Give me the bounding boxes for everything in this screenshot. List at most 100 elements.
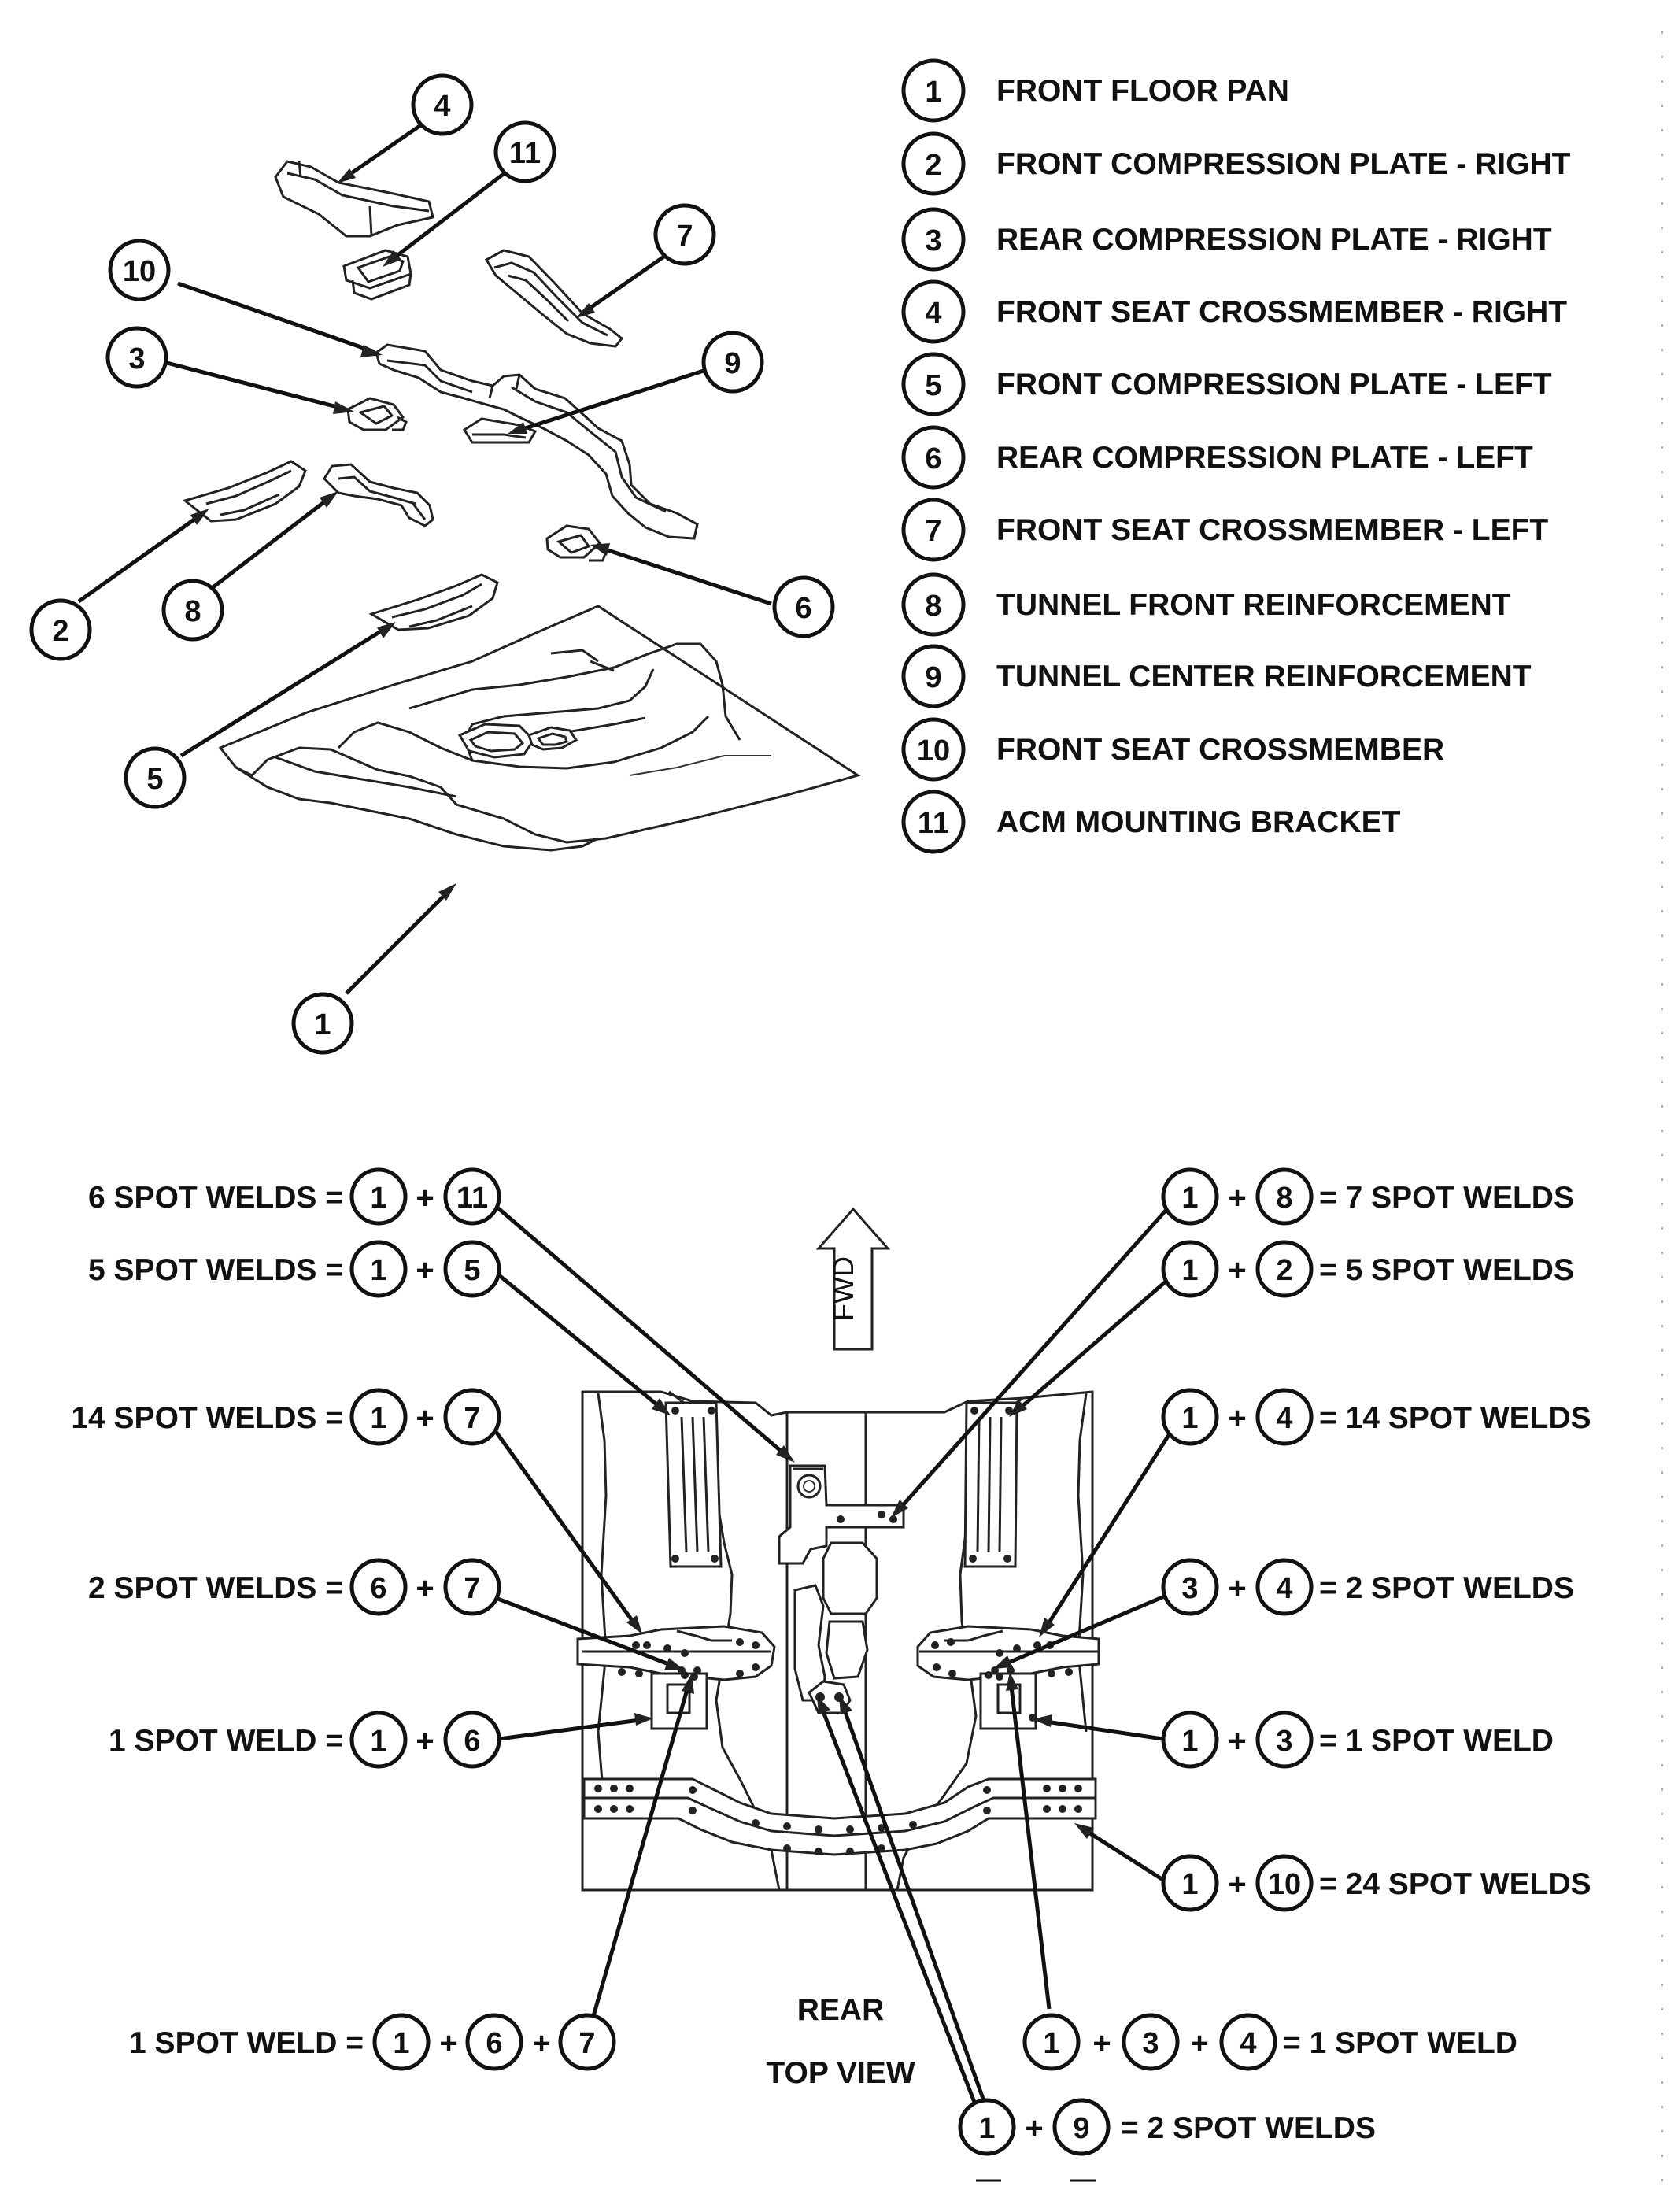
weld-part-number: 10 — [1268, 1868, 1301, 1901]
legend-label: REAR COMPRESSION PLATE - LEFT — [996, 441, 1533, 475]
legend-callout-number: 10 — [917, 734, 950, 768]
part-7-illustration — [484, 249, 624, 348]
legend-item-4: 4 FRONT SEAT CROSSMEMBER - RIGHT — [901, 279, 1567, 344]
weld-leaders — [484, 1197, 1177, 2115]
weld-label-left-6: 1 SPOT WELD = 1 + 6 + 7 — [129, 2013, 616, 2071]
callout-2-circle — [29, 598, 92, 661]
legend-callout-circle — [901, 717, 966, 782]
plus-sign: + — [416, 1401, 434, 1436]
weld-part-circle — [1022, 2013, 1081, 2071]
plus-sign: + — [1228, 1401, 1246, 1436]
weld-part-number: 1 — [370, 1725, 386, 1758]
exploded-leaders — [77, 122, 772, 995]
legend-callout-number: 5 — [925, 369, 941, 402]
legend-item-9: 9 TUNNEL CENTER REINFORCEMENT — [901, 644, 1532, 708]
weld-part-number: 1 — [1181, 1182, 1198, 1215]
plus-sign: + — [416, 1253, 434, 1288]
weld-part-circle — [443, 1558, 501, 1616]
weld-label-right-5: 1 + 3 = 1 SPOT WELD — [1161, 1711, 1554, 1769]
weld-part-number: 1 — [1181, 1402, 1198, 1435]
callout-3-circle — [105, 326, 168, 389]
legend-label: REAR COMPRESSION PLATE - RIGHT — [996, 223, 1552, 257]
weld-text: = 24 SPOT WELDS — [1319, 1867, 1591, 1901]
legend-callout-circle — [901, 498, 966, 562]
weld-part-number: 8 — [1276, 1182, 1292, 1215]
weld-part-number: 1 — [1181, 1254, 1198, 1287]
legend-item-2: 2 FRONT COMPRESSION PLATE - RIGHT — [901, 131, 1571, 196]
weld-part-number: 3 — [1181, 1572, 1198, 1605]
weld-label-right-6: 1 + 10 = 24 SPOT WELDS — [1161, 1854, 1591, 1912]
legend-item-7: 7 FRONT SEAT CROSSMEMBER - LEFT — [901, 498, 1548, 562]
legend-label: FRONT COMPRESSION PLATE - LEFT — [996, 368, 1552, 401]
weld-text: = 1 SPOT WELD — [1283, 2026, 1517, 2060]
callout-5-circle — [124, 746, 187, 809]
legend-callout-circle — [901, 790, 966, 854]
legend-callout-number: 4 — [925, 297, 941, 330]
part-4-illustration — [274, 160, 434, 238]
weld-part-number: 1 — [1181, 1868, 1198, 1901]
plus-sign: + — [416, 1571, 434, 1606]
weld-part-circle — [1255, 1388, 1314, 1446]
plus-sign: + — [1228, 1867, 1246, 1902]
weld-part-number: 6 — [370, 1572, 386, 1605]
weld-part-circle — [349, 1711, 408, 1769]
weld-part-number: 11 — [456, 1182, 488, 1215]
part-10-illustration — [375, 343, 699, 540]
weld-text: = 5 SPOT WELDS — [1319, 1253, 1574, 1287]
part-11-illustration — [342, 249, 412, 301]
weld-text: = 14 SPOT WELDS — [1319, 1401, 1591, 1435]
legend-callout-circle — [901, 207, 966, 272]
left-seat-track — [664, 1401, 723, 1568]
legend: 1 FRONT FLOOR PAN 2 FRONT COMPRESSION PL… — [901, 58, 1571, 854]
callout-4-circle — [411, 73, 474, 136]
weld-part-circle — [443, 1240, 501, 1298]
callout-7-circle — [653, 203, 716, 266]
callout-9-number: 9 — [724, 347, 741, 380]
weld-part-number: 6 — [486, 2027, 502, 2060]
weld-part-number: 7 — [464, 1402, 480, 1435]
weld-part-circle — [1161, 1711, 1219, 1769]
weld-text: 14 SPOT WELDS = — [71, 1401, 343, 1435]
plus-sign: + — [1228, 1571, 1246, 1606]
part-9-illustration — [462, 417, 538, 444]
callout-8-number: 8 — [184, 595, 201, 628]
legend-callout-circle — [901, 425, 966, 490]
legend-label: FRONT SEAT CROSSMEMBER - RIGHT — [996, 295, 1567, 329]
weld-part-circle — [1255, 1711, 1314, 1769]
part-8-illustration — [323, 463, 434, 527]
weld-part-circle — [443, 1711, 501, 1769]
weld-text: 6 SPOT WELDS = — [88, 1181, 343, 1215]
legend-label: FRONT COMPRESSION PLATE - RIGHT — [996, 147, 1571, 181]
weld-text: = 2 SPOT WELDS — [1319, 1571, 1574, 1605]
callout-8-circle — [161, 579, 224, 642]
exploded-view: 4 11 10 7 3 9 2 8 6 5 1 — [29, 73, 861, 1055]
legend-callout-circle — [901, 279, 966, 344]
legend-item-5: 5 FRONT COMPRESSION PLATE - LEFT — [901, 352, 1552, 416]
weld-part-circle — [1255, 1167, 1314, 1226]
legend-label: FRONT FLOOR PAN — [996, 74, 1289, 108]
callout-10-number: 10 — [123, 255, 156, 288]
callout-11-number: 11 — [509, 137, 541, 170]
legend-item-1: 1 FRONT FLOOR PAN — [901, 58, 1289, 123]
fwd-arrow-icon: FWD — [815, 1207, 891, 1351]
weld-text: = 7 SPOT WELDS — [1319, 1181, 1574, 1215]
weld-part-circle — [1052, 2098, 1111, 2156]
weld-part-circle — [465, 2013, 523, 2071]
legend-callout-number: 6 — [925, 442, 941, 475]
callout-2-number: 2 — [52, 615, 68, 648]
plus-sign: + — [1228, 1724, 1246, 1759]
weld-part-circle — [958, 2098, 1016, 2156]
weld-part-circle — [1161, 1388, 1219, 1446]
weld-part-circle — [443, 1388, 501, 1446]
plus-sign: + — [1092, 2026, 1111, 2061]
weld-part-number: 4 — [1276, 1402, 1292, 1435]
legend-item-8: 8 TUNNEL FRONT REINFORCEMENT — [901, 572, 1511, 637]
legend-item-10: 10 FRONT SEAT CROSSMEMBER — [901, 717, 1444, 782]
legend-item-6: 6 REAR COMPRESSION PLATE - LEFT — [901, 425, 1533, 490]
weld-label-right-2: 1 + 2 = 5 SPOT WELDS — [1161, 1240, 1574, 1298]
weld-part-number: 1 — [370, 1254, 386, 1287]
callout-9-circle — [701, 331, 764, 394]
callout-3-number: 3 — [128, 342, 145, 375]
weld-part-circle — [1122, 2013, 1180, 2071]
weld-part-circle — [1255, 1558, 1314, 1616]
